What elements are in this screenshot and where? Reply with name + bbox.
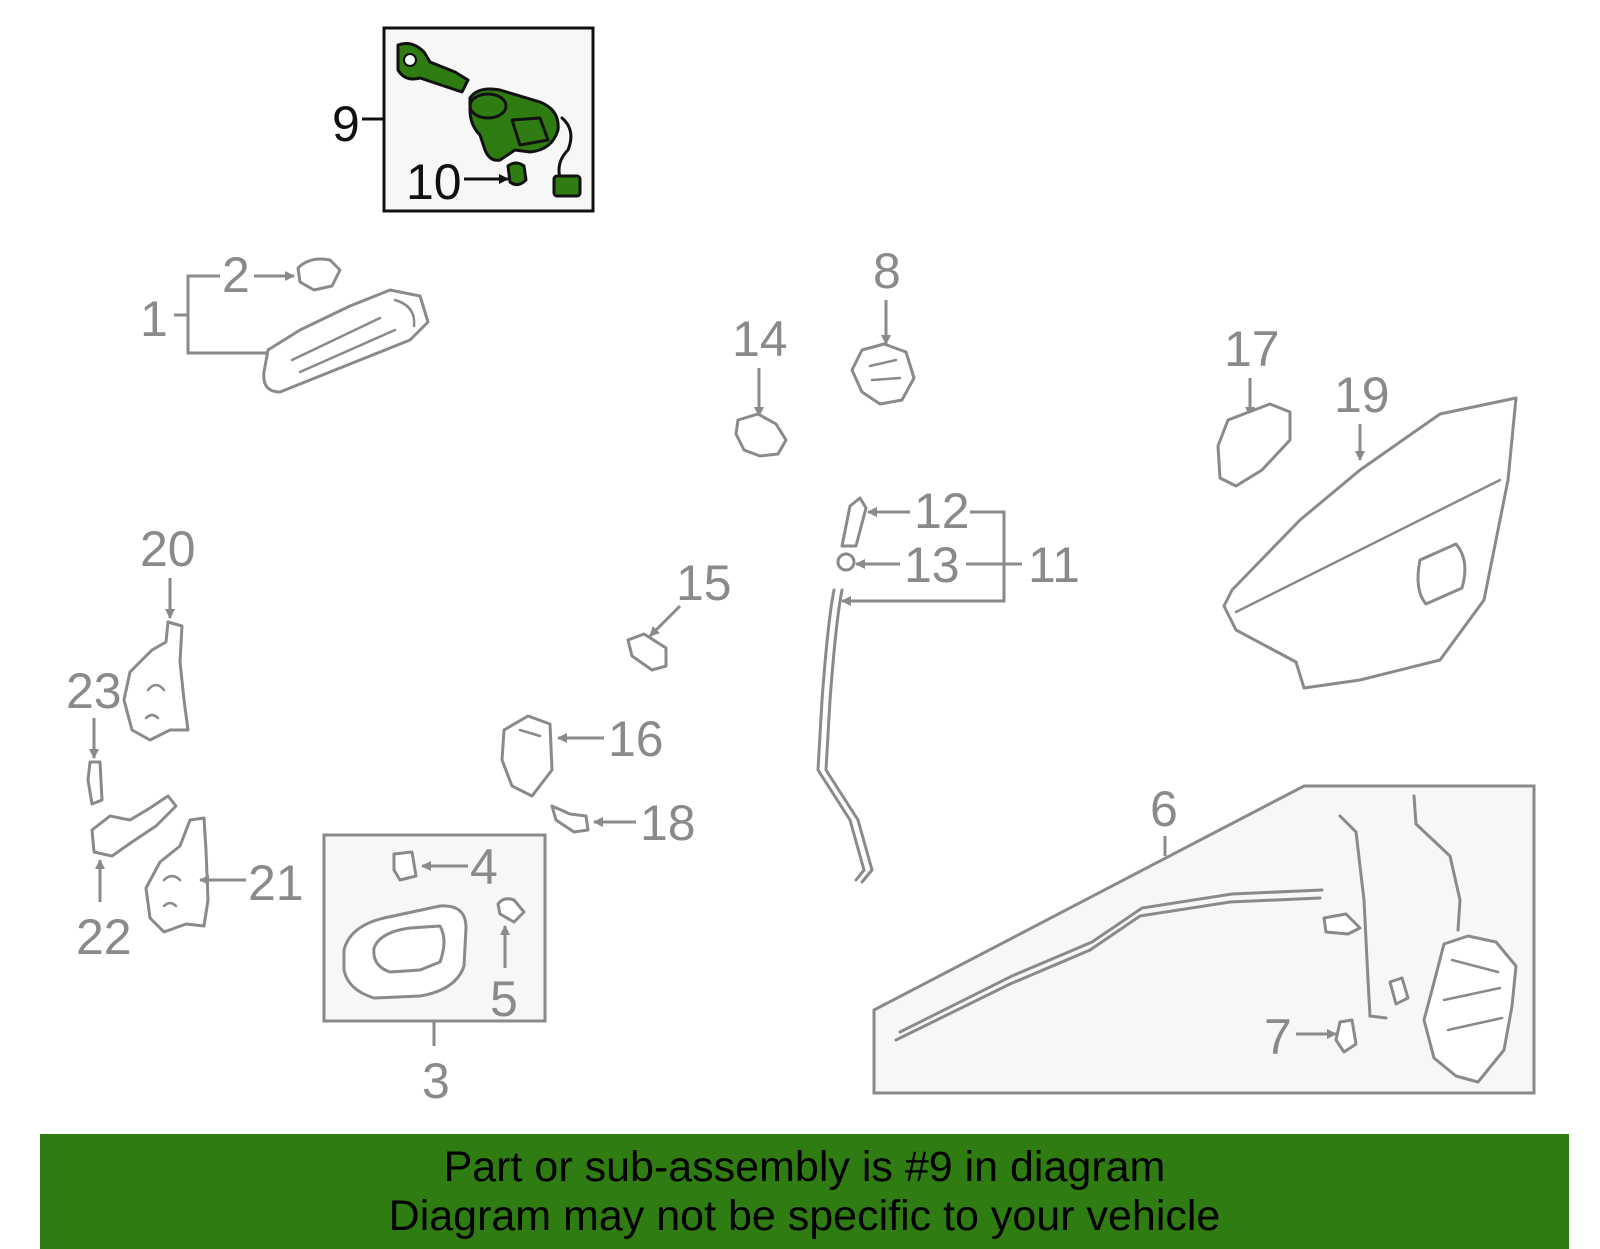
- part-22-check-link[interactable]: [90, 794, 178, 858]
- info-banner: Part or sub-assembly is #9 in diagram Di…: [40, 1134, 1569, 1249]
- callout-16: 16: [608, 711, 664, 767]
- callout-8: 8: [873, 243, 901, 299]
- callout-2: 2: [222, 247, 250, 303]
- leader-15: [648, 604, 682, 638]
- part-17-guide[interactable]: [1216, 402, 1292, 488]
- callout-15: 15: [676, 555, 732, 611]
- part-14-clip[interactable]: [734, 412, 788, 458]
- part-1-outside-handle[interactable]: [262, 288, 430, 394]
- part-9-lock-cylinder-box[interactable]: [382, 26, 595, 213]
- part-6-latch-assembly-box[interactable]: [872, 784, 1536, 1095]
- part-2-handle-cap[interactable]: [296, 257, 342, 292]
- part-21-hinge[interactable]: [144, 816, 210, 934]
- callout-17: 17: [1224, 321, 1280, 377]
- callout-10: 10: [406, 154, 462, 210]
- callout-22: 22: [76, 909, 132, 965]
- callout-18: 18: [640, 795, 696, 851]
- callout-9: 9: [332, 96, 360, 152]
- callout-3: 3: [422, 1053, 450, 1109]
- part-13-rod-clip[interactable]: [836, 552, 856, 572]
- part-18-bolt[interactable]: [550, 804, 590, 834]
- callout-7: 7: [1264, 1009, 1292, 1065]
- leader-1a: [174, 274, 220, 317]
- part-8-bracket[interactable]: [850, 342, 916, 406]
- callout-11: 11: [1028, 537, 1080, 593]
- part-20-hinge[interactable]: [122, 620, 190, 742]
- banner-line-2: Diagram may not be specific to your vehi…: [388, 1192, 1221, 1240]
- part-12-rod-clip[interactable]: [840, 496, 868, 548]
- callout-14: 14: [732, 311, 788, 367]
- callout-1: 1: [140, 291, 168, 347]
- part-15-bumper[interactable]: [626, 632, 668, 672]
- callout-19: 19: [1334, 367, 1390, 423]
- part-23-pin[interactable]: [86, 760, 104, 806]
- part-19-door-glass[interactable]: [1222, 396, 1518, 690]
- banner-line-1: Part or sub-assembly is #9 in diagram: [443, 1143, 1166, 1191]
- leader-11: [841, 510, 1006, 606]
- part-16-bracket[interactable]: [500, 714, 554, 798]
- callout-12: 12: [914, 483, 970, 539]
- callout-21: 21: [248, 855, 304, 911]
- callout-23: 23: [66, 663, 122, 719]
- part-3-inside-handle-box[interactable]: [322, 833, 547, 1023]
- callout-6: 6: [1150, 781, 1178, 837]
- leader-1b: [186, 315, 277, 358]
- callout-4: 4: [470, 839, 498, 895]
- callout-20: 20: [140, 521, 196, 577]
- part-11-lock-rod[interactable]: [816, 588, 874, 884]
- callout-13: 13: [904, 537, 960, 593]
- callout-5: 5: [490, 971, 518, 1027]
